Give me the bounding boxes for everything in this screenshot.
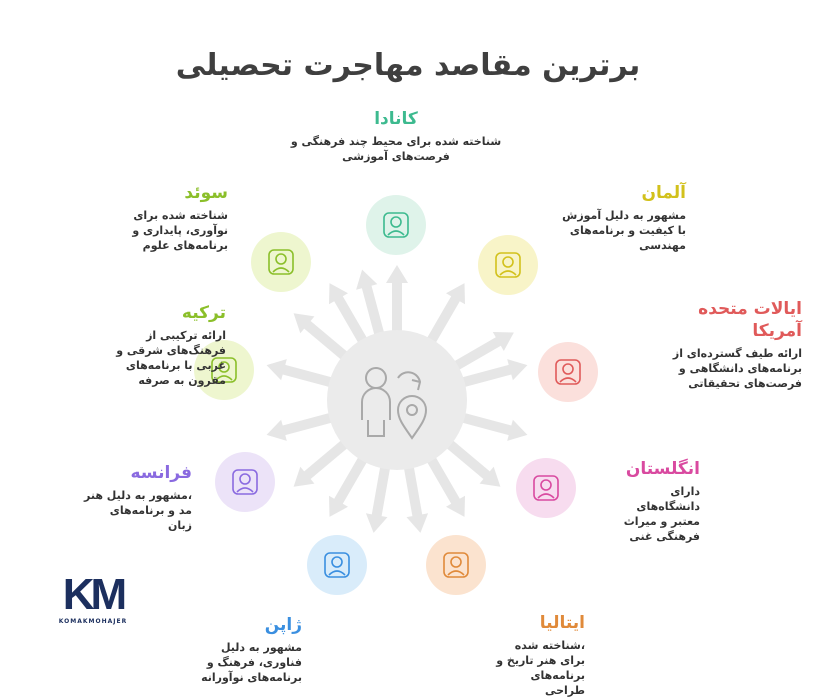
card-sweden: سوئد شناخته شده برای نوآوری، پایداری و ب… [128,182,228,253]
country-name: ترکیه [181,303,226,323]
node-circle [215,452,275,512]
country-name: فرانسه [130,463,192,483]
card-usa: ایالات متحده آمریکا ارائه طیف گسترده‌ای … [622,298,802,391]
university-icon [533,475,559,501]
arrow [422,283,465,351]
country-desc: مشهور به دلیل آموزش با کیفیت و برنامه‌ها… [562,209,686,252]
node-usa [538,342,598,402]
node-circle [478,235,538,295]
robot-icon [324,552,350,578]
arrow [446,332,514,375]
node-germany [478,235,538,295]
country-desc: ارائه طیف گسترده‌ای از برنامه‌های دانشگا… [672,347,802,390]
node-england [516,458,576,518]
country-name: سوئد [184,183,228,203]
franc-icon [232,469,258,495]
country-name: ایالات متحده آمریکا [698,299,802,341]
arrow [266,410,341,441]
online-degree-icon [555,359,581,385]
country-desc: ،مشهور به دلیل هنر مد و برنامه‌های زبان [83,489,192,532]
node-circle [426,535,486,595]
crescent-star-icon [211,357,237,383]
node-circle [538,342,598,402]
arrow [329,283,372,351]
komakmohajer-logo: KM KOMAKMOHAJER [50,570,136,626]
arrow [329,449,372,517]
node-circle [516,458,576,518]
migration-icon [361,367,428,440]
node-japan [307,535,367,595]
node-sweden [251,232,311,292]
node-circle [366,195,426,255]
country-desc: شناخته شده برای نوآوری، پایداری و برنامه… [132,209,228,252]
country-name: انگلستان [625,459,700,479]
arrow [293,434,355,487]
arrow [293,313,355,366]
arrow [386,265,408,340]
logo-mark: KM [62,570,127,619]
idea-skull-icon [268,249,294,275]
node-circle [194,340,254,400]
arrow [453,359,528,390]
node-circle [251,232,311,292]
country-desc: مشهور به دلیل فناوری، فرهنگ و برنامه‌های… [201,641,302,684]
arrow [402,458,429,533]
card-france: فرانسه ،مشهور به دلیل هنر مد و برنامه‌ها… [84,462,192,533]
arrow [453,410,528,441]
country-desc: شناخته شده برای محیط چند فرهنگی و فرصت‌ه… [290,135,502,163]
node-france [215,452,275,512]
country-desc: ،شناخته شده برای هنر تاریخ و برنامه‌های … [496,639,585,697]
node-italy [426,535,486,595]
paintbrush-icon [443,552,469,578]
logo-name: KOMAKMOHAJER [58,618,128,625]
arrow [266,359,341,390]
node-turkey [194,340,254,400]
country-name: آلمان [641,183,686,203]
page-title: برترین مقاصد مهاجرت تحصیلی [175,48,641,83]
student-icon [383,212,409,238]
arrow [356,269,387,344]
node-circle [307,535,367,595]
center-circle [327,330,467,470]
country-name: ایتالیا [539,613,585,633]
country-desc: دارای دانشگاه‌های معتبر و میراث فرهنگی غ… [623,485,700,543]
node-canada [366,195,426,255]
card-england: انگلستان دارای دانشگاه‌های معتبر و میراث… [610,458,700,544]
church-icon [495,252,521,278]
arrow [365,458,392,533]
arrow [422,449,465,517]
country-name: کانادا [374,109,418,129]
card-japan: ژاپن مشهور به دلیل فناوری، فرهنگ و برنام… [196,614,302,685]
country-name: ژاپن [264,615,302,635]
card-turkey: ترکیه ارائه ترکیبی از فرهنگ‌های شرقی و غ… [64,302,226,388]
card-italy: ایتالیا ،شناخته شده برای هنر تاریخ و برن… [490,612,585,698]
country-desc: ارائه ترکیبی از فرهنگ‌های شرقی و غربی با… [116,329,226,387]
card-canada: کانادا شناخته شده برای محیط چند فرهنگی و… [266,108,526,164]
arrow [439,434,501,487]
card-germany: آلمان مشهور به دلیل آموزش با کیفیت و برن… [562,182,686,253]
